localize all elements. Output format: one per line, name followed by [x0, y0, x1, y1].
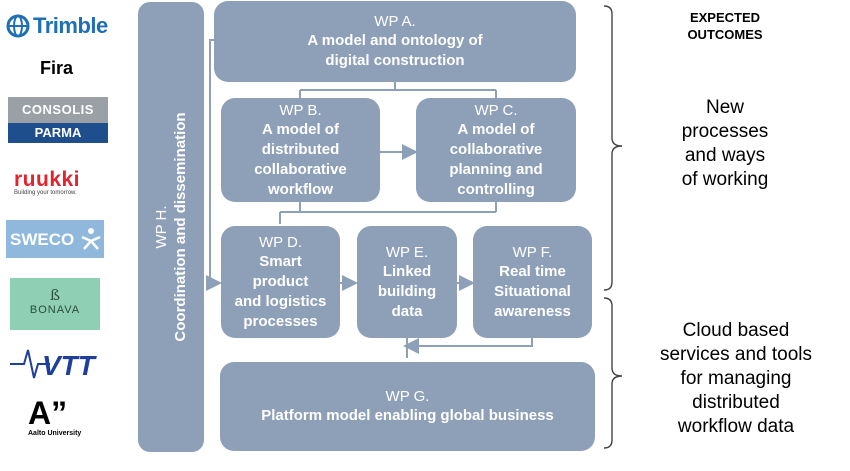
outcome-1-line3: and ways — [684, 145, 766, 166]
wp-b-code: WP B. — [279, 101, 322, 119]
wp-c-title-line3: planning and — [449, 160, 543, 178]
wp-d-title-line4: processes — [243, 312, 318, 330]
wp-d-title-line3: and logistics — [234, 292, 327, 310]
vtt-wave-icon — [10, 349, 50, 379]
wp-d-code: WP D. — [258, 233, 303, 251]
bonava-wordmark: BONAVA — [29, 304, 81, 316]
fira-wordmark: Fira — [40, 58, 74, 78]
brace-upper — [603, 5, 623, 291]
sweco-wordmark: SWECO — [10, 230, 75, 249]
bonava-symbol-icon: ß — [49, 286, 61, 304]
fira-logo: Fira — [40, 58, 73, 79]
aalto-mark: A” — [28, 395, 68, 431]
vtt-wordmark: VTT — [42, 350, 95, 381]
wp-c-title-line4: controlling — [457, 180, 535, 198]
connector-a-bc — [299, 82, 497, 98]
ruukki-wordmark: ruukki — [14, 168, 81, 191]
outcome-1-line2: processes — [681, 121, 769, 142]
wp-c-title-line2: collaborative — [449, 140, 543, 158]
wp-b-title-line2: distributed — [261, 140, 340, 158]
wp-f-title-line3: awareness — [494, 302, 571, 320]
outcome-1-line4: of working — [681, 169, 769, 190]
consolis-band: CONSOLIS — [8, 97, 108, 123]
wp-b-title-line4: workflow — [267, 180, 333, 198]
connector-ef-g — [407, 338, 533, 358]
wp-a-title-line2: digital construction — [325, 52, 465, 69]
outcome-2-line1: Cloud based — [682, 320, 790, 341]
outcome-2-line5: workflow data — [677, 416, 795, 437]
outcome-2-line2: services and tools — [659, 344, 813, 365]
ruukki-tagline: Building your tomorrow. — [14, 190, 77, 196]
wp-d-title-line2: product — [252, 272, 309, 290]
outcome-cloud-services: Cloud based services and tools for manag… — [636, 319, 836, 439]
wp-e-code: WP E. — [385, 243, 429, 261]
wp-b-title-line3: collaborative — [254, 160, 347, 178]
wp-d-title-line1: Smart — [259, 252, 302, 270]
wp-h-label: WP H. Coordination and dissemination — [152, 112, 190, 341]
sweco-logo: SWECO — [6, 220, 104, 258]
wp-d-box: WP D. Smart product and logistics proces… — [221, 226, 340, 338]
wp-e-title-line3: data — [391, 302, 423, 320]
wp-f-title-line1: Real time — [499, 262, 566, 280]
brace-lower — [603, 297, 623, 449]
heading-line2: OUTCOMES — [687, 27, 763, 42]
wp-f-title-line2: Situational — [494, 282, 571, 300]
wp-c-box: WP C. A model of collaborative planning … — [416, 98, 576, 202]
wp-c-title-line1: A model of — [457, 120, 535, 138]
wp-h-box — [138, 2, 204, 452]
ruukki-logo: ruukki Building your tomorrow. — [14, 168, 114, 196]
wp-h-title: Coordination and dissemination — [172, 112, 189, 342]
bonava-logo: ß BONAVA — [10, 278, 100, 330]
consolis-wordmark: CONSOLIS — [22, 102, 94, 117]
parma-band: PARMA — [8, 123, 108, 143]
outcome-2-line4: distributed — [692, 392, 780, 413]
trimble-globe-icon — [6, 14, 30, 38]
wp-e-box: WP E. Linked building data — [357, 226, 457, 338]
consolis-parma-logo: CONSOLIS PARMA — [8, 97, 108, 143]
aalto-logo: A” Aalto University — [28, 396, 108, 437]
vtt-logo: VTT — [10, 346, 110, 382]
connector-bc-d — [279, 202, 497, 224]
sweco-figure-icon — [81, 228, 101, 250]
wp-a-title-line1: A model and ontology of — [307, 32, 483, 49]
wp-a-code: WP A. — [374, 13, 416, 30]
trimble-wordmark: Trimble — [33, 13, 108, 38]
trimble-logo: Trimble — [6, 12, 116, 42]
heading-line1: EXPECTED — [689, 10, 761, 25]
connector-a-d-left — [206, 39, 222, 291]
wp-f-box: WP F. Real time Situational awareness — [473, 226, 592, 338]
wp-e-title-line1: Linked — [382, 262, 432, 280]
wp-f-code: WP F. — [512, 243, 553, 261]
outcome-1-line1: New — [705, 97, 744, 118]
wp-g-code: WP G. — [385, 388, 430, 405]
parma-wordmark: PARMA — [34, 125, 82, 140]
wp-g-title: Platform model enabling global business — [261, 407, 554, 424]
wp-b-box: WP B. A model of distributed collaborati… — [221, 98, 380, 202]
aalto-name: Aalto University — [28, 430, 82, 437]
wp-h-code: WP H. — [153, 205, 170, 249]
wp-c-code: WP C. — [474, 101, 518, 119]
outcome-2-line3: for managing — [680, 368, 792, 389]
wp-a-box: WP A. A model and ontology of digital co… — [214, 1, 576, 82]
wp-e-title-line2: building — [377, 282, 437, 300]
outcome-new-processes: New processes and ways of working — [655, 96, 795, 192]
wp-b-title-line1: A model of — [262, 120, 339, 138]
wp-g-box: WP G. Platform model enabling global bus… — [220, 362, 595, 451]
expected-outcomes-heading: EXPECTED OUTCOMES — [660, 9, 790, 43]
